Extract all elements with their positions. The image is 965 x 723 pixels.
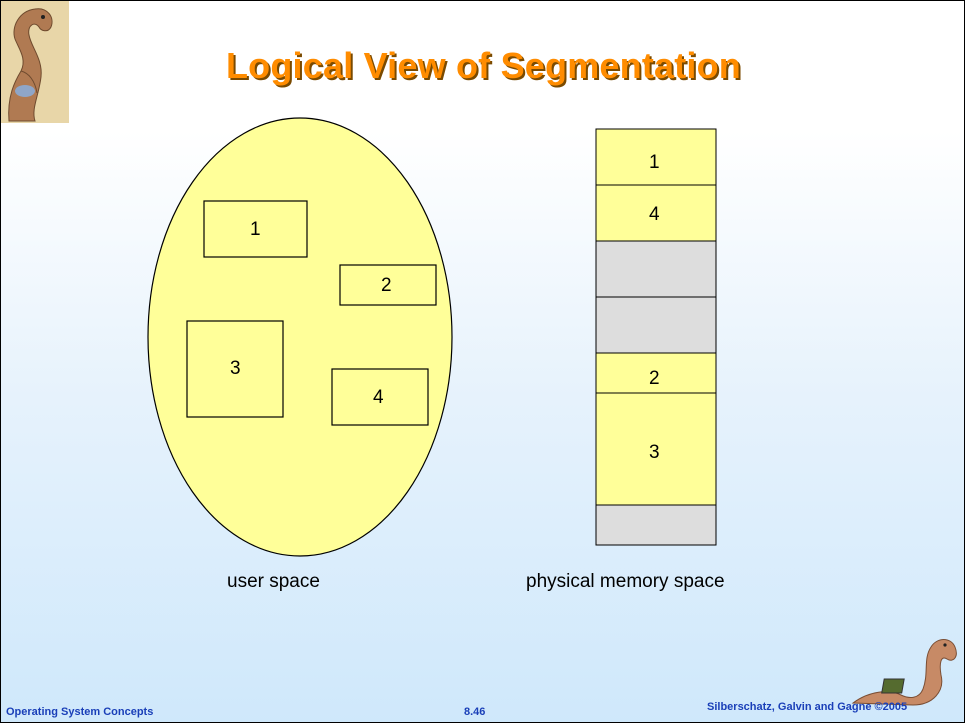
user-segment-3-label: 3 xyxy=(230,358,241,379)
physical-memory-caption: physical memory space xyxy=(526,571,725,592)
user-segment-1-box xyxy=(203,200,308,258)
page-title: Logical View of Segmentation xyxy=(225,45,741,86)
memory-block-4 xyxy=(595,184,717,242)
footer-course-title: Operating System Concepts xyxy=(6,706,154,718)
dinosaur-logo-icon xyxy=(1,1,69,123)
user-segment-4-box xyxy=(331,368,429,426)
memory-block-free-1 xyxy=(595,240,717,298)
memory-block-2-label: 2 xyxy=(649,368,660,389)
user-segment-4-label: 4 xyxy=(373,387,384,408)
memory-block-free-3 xyxy=(595,504,717,546)
memory-block-3 xyxy=(595,392,717,506)
user-space-caption: user space xyxy=(227,571,320,592)
memory-block-1 xyxy=(595,128,717,186)
memory-block-1-label: 1 xyxy=(649,152,660,173)
memory-block-3-label: 3 xyxy=(649,442,660,463)
user-segment-3-box xyxy=(186,320,284,418)
footer-copyright: Silberschatz, Galvin and Gagne ©2005 xyxy=(707,701,908,713)
memory-block-2 xyxy=(595,352,717,394)
memory-block-free-2 xyxy=(595,296,717,354)
user-segment-2-box xyxy=(339,264,437,306)
footer-page-number: 8.46 xyxy=(464,706,486,718)
user-segment-2-label: 2 xyxy=(381,275,392,296)
dinosaur-laptop-icon xyxy=(851,639,957,706)
memory-block-4-label: 4 xyxy=(649,204,660,225)
user-segment-1-label: 1 xyxy=(250,219,261,240)
